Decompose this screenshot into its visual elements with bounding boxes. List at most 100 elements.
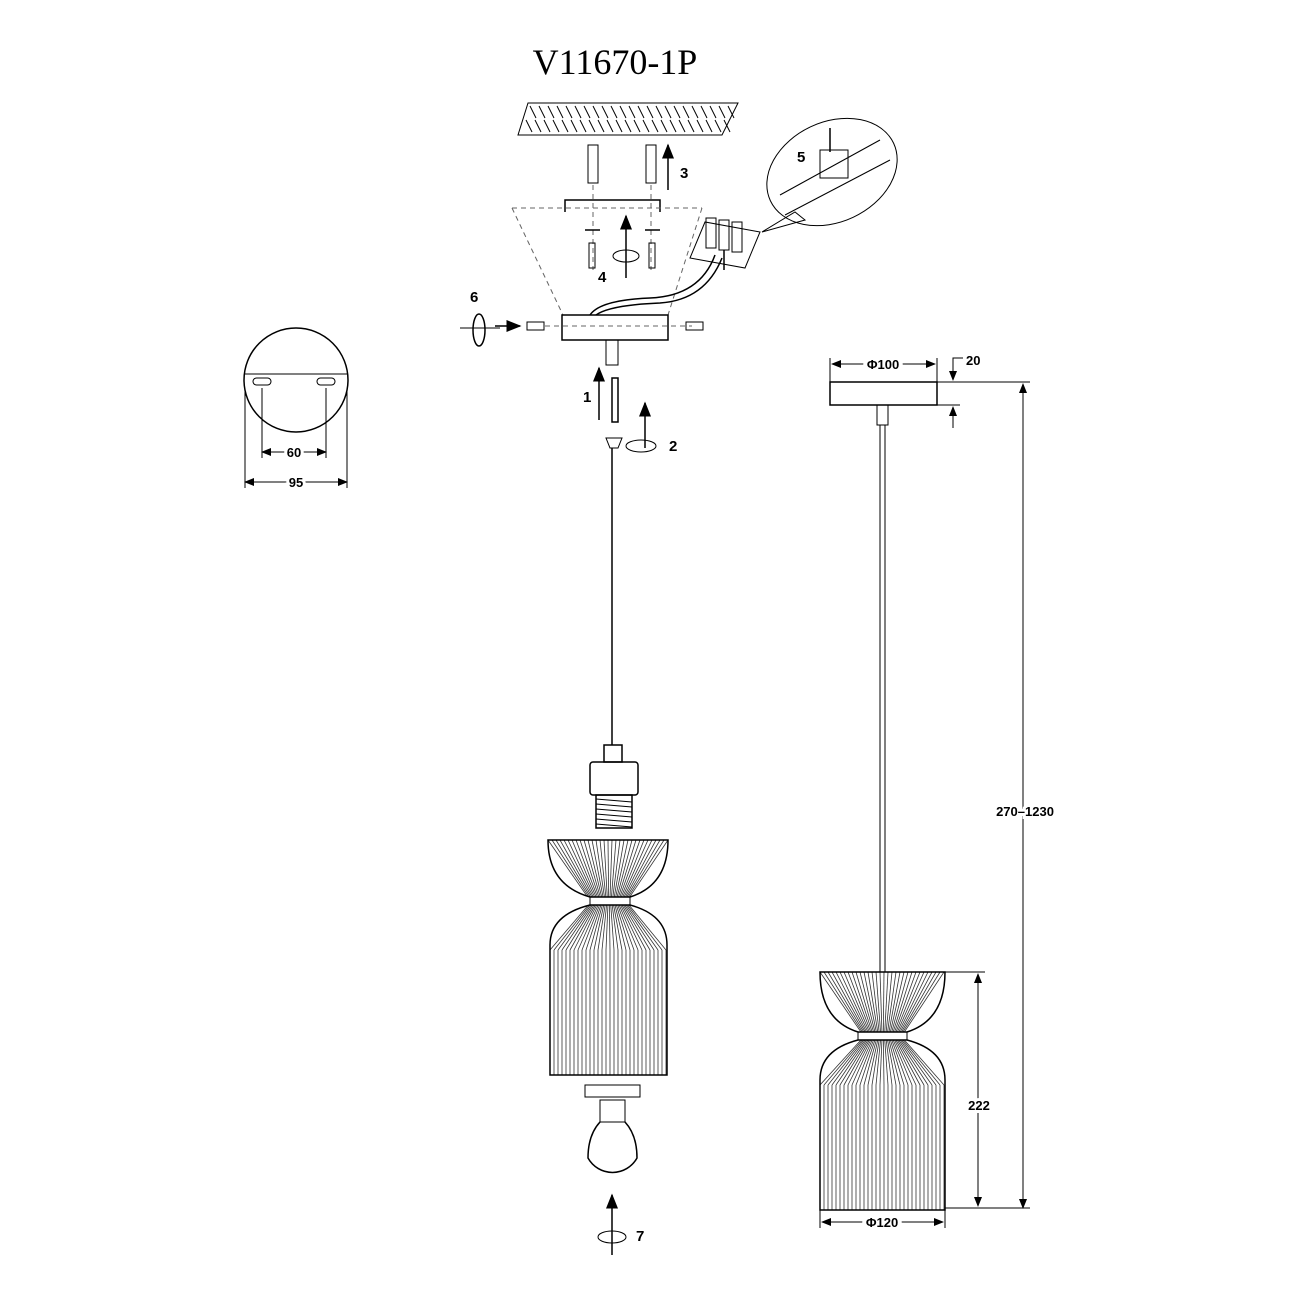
hatch-line — [592, 105, 600, 119]
hatch-line — [583, 840, 601, 897]
hatch-line — [851, 1040, 873, 1086]
hatch-line — [556, 105, 564, 119]
hatch-line — [859, 1040, 876, 1086]
hatch-line — [660, 119, 668, 133]
mounting-plate-view — [243, 327, 349, 488]
hatch-line — [867, 1040, 879, 1086]
hatch-line — [678, 119, 686, 133]
hatch-line — [529, 105, 537, 119]
wall-anchor-icon — [587, 144, 657, 270]
hatch-line — [896, 972, 925, 1032]
hatch-line — [871, 972, 880, 1032]
hatch-line — [843, 1040, 870, 1086]
plate-width-dimension: 95 — [289, 475, 303, 490]
hatch-line — [664, 105, 672, 119]
hatch-line — [875, 1040, 881, 1086]
hatch-line — [585, 905, 602, 951]
hatch-line — [620, 840, 645, 897]
hatch-line — [579, 840, 600, 897]
step-6-label: 6 — [470, 289, 478, 306]
hatch-line — [616, 840, 633, 897]
hatch-line — [655, 105, 663, 119]
hatch-line — [534, 119, 542, 133]
hatch-line — [555, 840, 591, 897]
hatch-line — [571, 840, 597, 897]
hatch-line — [642, 119, 650, 133]
screw-icon — [585, 229, 660, 269]
hatch-line — [696, 119, 704, 133]
assembled-view — [819, 357, 1030, 1228]
hatch-line — [565, 905, 595, 951]
hatch-line — [595, 840, 605, 897]
hatch-line — [552, 119, 560, 133]
model-title: V11670-1P — [533, 42, 698, 82]
terminal-block — [689, 217, 761, 270]
rotate-icon — [612, 249, 640, 263]
hatch-line — [595, 818, 633, 823]
hatch-line — [569, 905, 596, 951]
hatch-line — [605, 905, 609, 951]
hatch-line — [621, 905, 647, 951]
hatch-line — [887, 972, 897, 1032]
hatch-line — [627, 905, 663, 951]
hatch-line — [620, 905, 643, 951]
hatch-line — [885, 1040, 893, 1086]
hatch-line — [718, 105, 726, 119]
hatch-line — [587, 840, 603, 897]
hatch-line — [899, 1040, 933, 1086]
hatch-line — [567, 840, 596, 897]
hatch-line — [691, 105, 699, 119]
hatch-line — [889, 1040, 905, 1086]
hatch-line — [557, 905, 592, 951]
hatch-line — [687, 119, 695, 133]
hatch-line — [613, 905, 623, 951]
hatch-line — [723, 119, 731, 133]
hatch-line — [618, 905, 639, 951]
hatch-line — [894, 1040, 917, 1086]
hatch-line — [574, 105, 582, 119]
hatch-line — [633, 119, 641, 133]
side-screw-icon — [526, 321, 545, 331]
hatch-line — [619, 840, 641, 897]
hatch-line — [705, 119, 713, 133]
step-3-label: 3 — [680, 165, 688, 182]
hatch-line — [823, 1040, 863, 1086]
hatch-line — [839, 972, 869, 1032]
hatch-line — [597, 119, 605, 133]
hatch-line — [570, 119, 578, 133]
hatch-line — [581, 905, 600, 951]
hatch-line — [897, 1040, 925, 1086]
hatch-line — [615, 905, 631, 951]
hatch-line — [623, 905, 651, 951]
canopy-height-dimension: 20 — [966, 353, 980, 368]
rotate-icon — [597, 1230, 627, 1244]
hatch-line — [899, 972, 933, 1032]
hatch-line — [888, 972, 901, 1032]
hatch-line — [898, 972, 929, 1032]
hatch-line — [884, 972, 889, 1032]
hatch-line — [673, 105, 681, 119]
hatch-line — [895, 1040, 921, 1086]
hatch-line — [891, 972, 909, 1032]
hatch-line — [588, 119, 596, 133]
shade-diameter-dimension: Φ120 — [866, 1215, 898, 1230]
hatch-line — [904, 1040, 945, 1086]
hatch-line — [827, 972, 865, 1032]
hatch-line — [847, 972, 872, 1032]
hatch-line — [595, 803, 633, 808]
hatch-line — [619, 105, 627, 119]
hatch-line — [859, 972, 876, 1032]
hatch-line — [879, 972, 883, 1032]
hatch-line — [867, 972, 879, 1032]
hatch-line — [882, 1040, 885, 1086]
hatch-line — [561, 905, 593, 951]
hatch-line — [851, 972, 873, 1032]
hatch-line — [601, 105, 609, 119]
hatch-line — [601, 905, 607, 951]
step-1-label: 1 — [583, 389, 591, 406]
projection-lines — [511, 207, 703, 316]
mounting-bracket — [564, 199, 661, 212]
hatch-line — [682, 105, 690, 119]
